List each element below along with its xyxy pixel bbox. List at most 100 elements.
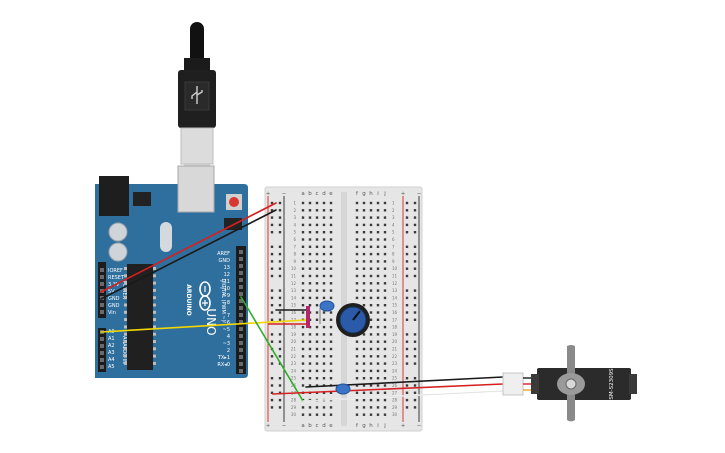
- digital-pin[interactable]: [239, 355, 243, 359]
- wire-green-d9[interactable]: [240, 296, 304, 402]
- breadboard-hole[interactable]: [315, 362, 319, 365]
- breadboard-hole[interactable]: [369, 296, 373, 300]
- breadboard-hole[interactable]: [301, 223, 305, 227]
- digital-pin[interactable]: [239, 313, 243, 317]
- breadboard-hole[interactable]: [383, 413, 387, 416]
- breadboard-hole[interactable]: [362, 201, 366, 205]
- rail-hole[interactable]: [278, 355, 282, 358]
- breadboard-hole[interactable]: [301, 333, 305, 336]
- rail-hole[interactable]: [405, 231, 409, 234]
- breadboard-hole[interactable]: [383, 333, 387, 336]
- breadboard-hole[interactable]: [315, 340, 319, 343]
- rail-hole[interactable]: [413, 231, 417, 234]
- breadboard-hole[interactable]: [308, 282, 312, 285]
- breadboard-hole[interactable]: [329, 201, 333, 205]
- breadboard-hole[interactable]: [329, 362, 333, 365]
- breadboard-hole[interactable]: [301, 362, 305, 365]
- power-pin[interactable]: [100, 275, 104, 279]
- breadboard-hole[interactable]: [308, 296, 312, 300]
- digital-pin[interactable]: [239, 362, 243, 366]
- rail-hole[interactable]: [405, 377, 409, 380]
- breadboard-hole[interactable]: [362, 406, 366, 409]
- breadboard-hole[interactable]: [369, 267, 373, 270]
- rail-hole[interactable]: [413, 296, 417, 300]
- capacitor-top[interactable]: [306, 300, 335, 328]
- breadboard-hole[interactable]: [315, 311, 319, 314]
- breadboard-hole[interactable]: [308, 333, 312, 336]
- breadboard-hole[interactable]: [369, 413, 373, 416]
- breadboard-hole[interactable]: [322, 347, 326, 351]
- rail-hole[interactable]: [405, 296, 409, 300]
- breadboard-hole[interactable]: [369, 318, 373, 321]
- rail-hole[interactable]: [270, 245, 274, 248]
- breadboard-hole[interactable]: [383, 209, 387, 212]
- breadboard-hole[interactable]: [383, 304, 387, 307]
- rail-hole[interactable]: [278, 216, 282, 219]
- breadboard-hole[interactable]: [376, 304, 380, 307]
- breadboard-hole[interactable]: [369, 274, 373, 278]
- breadboard-hole[interactable]: [369, 252, 373, 256]
- breadboard-hole[interactable]: [369, 325, 373, 329]
- power-pin[interactable]: [100, 303, 104, 307]
- breadboard-hole[interactable]: [322, 216, 326, 219]
- rail-hole[interactable]: [413, 347, 417, 351]
- breadboard-hole[interactable]: [315, 333, 319, 336]
- breadboard-hole[interactable]: [369, 304, 373, 307]
- breadboard-hole[interactable]: [362, 355, 366, 358]
- breadboard-hole[interactable]: [369, 238, 373, 241]
- rail-hole[interactable]: [405, 362, 409, 365]
- breadboard-hole[interactable]: [315, 252, 319, 256]
- breadboard-hole[interactable]: [308, 304, 312, 307]
- rail-hole[interactable]: [405, 201, 409, 205]
- breadboard-hole[interactable]: [376, 333, 380, 336]
- breadboard-hole[interactable]: [322, 406, 326, 409]
- power-pin[interactable]: [100, 282, 104, 286]
- breadboard-hole[interactable]: [301, 238, 305, 241]
- breadboard-hole[interactable]: [383, 216, 387, 219]
- breadboard-hole[interactable]: [362, 289, 366, 292]
- breadboard-hole[interactable]: [315, 355, 319, 358]
- breadboard-hole[interactable]: [301, 245, 305, 248]
- breadboard-hole[interactable]: [376, 369, 380, 373]
- rail-hole[interactable]: [413, 398, 417, 402]
- breadboard-hole[interactable]: [301, 347, 305, 351]
- rail-hole[interactable]: [278, 406, 282, 409]
- wire-black-gnd[interactable]: [100, 209, 277, 300]
- rail-hole[interactable]: [278, 260, 282, 263]
- breadboard-hole[interactable]: [329, 318, 333, 321]
- analog-pin[interactable]: [100, 337, 104, 341]
- digital-pin[interactable]: [239, 334, 243, 338]
- breadboard-hole[interactable]: [383, 355, 387, 358]
- digital-pin[interactable]: [239, 257, 243, 261]
- breadboard-hole[interactable]: [329, 406, 333, 409]
- breadboard-hole[interactable]: [355, 289, 359, 292]
- rail-hole[interactable]: [278, 318, 282, 321]
- breadboard-hole[interactable]: [362, 377, 366, 380]
- wire-yellow-a0[interactable]: [100, 319, 307, 333]
- power-pin[interactable]: [100, 268, 104, 272]
- breadboard-hole[interactable]: [355, 347, 359, 351]
- breadboard-hole[interactable]: [362, 238, 366, 241]
- breadboard-hole[interactable]: [301, 384, 305, 387]
- breadboard-hole[interactable]: [329, 377, 333, 380]
- breadboard-hole[interactable]: [376, 296, 380, 300]
- rail-hole[interactable]: [413, 377, 417, 380]
- rail-hole[interactable]: [270, 340, 274, 343]
- rail-hole[interactable]: [270, 406, 274, 409]
- breadboard-hole[interactable]: [322, 318, 326, 321]
- rail-hole[interactable]: [270, 377, 274, 380]
- breadboard-hole[interactable]: [322, 201, 326, 205]
- breadboard-hole[interactable]: [376, 413, 380, 416]
- breadboard-hole[interactable]: [376, 325, 380, 329]
- breadboard-hole[interactable]: [329, 355, 333, 358]
- breadboard-hole[interactable]: [329, 311, 333, 314]
- breadboard-hole[interactable]: [322, 413, 326, 416]
- breadboard-hole[interactable]: [383, 252, 387, 256]
- breadboard-hole[interactable]: [376, 274, 380, 278]
- rail-hole[interactable]: [278, 289, 282, 292]
- breadboard-hole[interactable]: [322, 289, 326, 292]
- breadboard-hole[interactable]: [329, 267, 333, 270]
- breadboard-hole[interactable]: [308, 347, 312, 351]
- breadboard-hole[interactable]: [315, 274, 319, 278]
- breadboard-hole[interactable]: [329, 260, 333, 263]
